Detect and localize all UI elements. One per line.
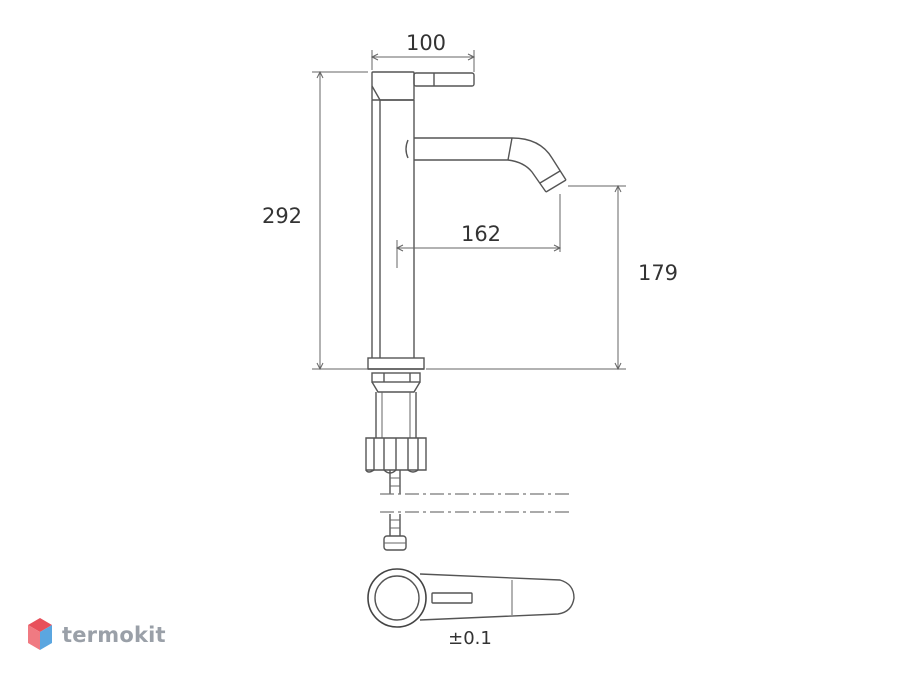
dimension-spout-reach: 162 (395, 194, 562, 268)
dimension-label-spout-reach: 162 (461, 222, 501, 246)
faucet-body (365, 71, 567, 551)
brand-name: termokit (62, 623, 166, 647)
dimension-label-top-width: 100 (406, 31, 446, 55)
dimension-label-total-height: 292 (262, 204, 302, 228)
countertop-centerlines (380, 493, 570, 513)
dimension-spout-height: 179 (426, 184, 678, 371)
brand-cube-icon (28, 618, 52, 650)
dimension-label-spout-height: 179 (638, 261, 678, 285)
tolerance-label: ±0.1 (448, 628, 492, 649)
dimension-top-width: 100 (370, 31, 476, 72)
brand-logo: termokit (26, 615, 166, 655)
dimension-total-height: 292 (262, 70, 368, 371)
faucet-top-view: ±0.1 (367, 568, 575, 649)
